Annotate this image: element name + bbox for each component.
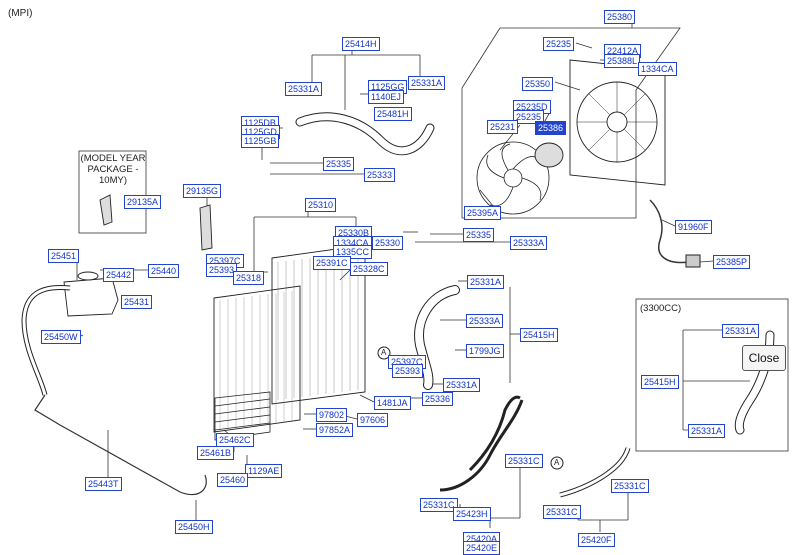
- callout-1799jg[interactable]: 1799JG: [466, 344, 504, 358]
- callout-25331a-b[interactable]: 25331A: [408, 76, 446, 90]
- model-year-box: [78, 150, 147, 234]
- wiring-harness: [649, 199, 691, 264]
- callout-25331c-a[interactable]: 25331C: [505, 454, 543, 468]
- callout-1129ae[interactable]: 1129AE: [245, 464, 283, 478]
- callout-25415h-b[interactable]: 25415H: [641, 375, 679, 389]
- variant-label: (MPI): [8, 8, 33, 19]
- callout-25423h[interactable]: 25423H: [453, 507, 491, 521]
- callout-25450h[interactable]: 25450H: [175, 520, 213, 534]
- bracket: [99, 194, 113, 226]
- callout-25386[interactable]: 25386: [535, 121, 567, 135]
- callout-91960f[interactable]: 91960F: [675, 220, 712, 234]
- fan-blade: [476, 141, 550, 215]
- callout-25395a[interactable]: 25395A: [464, 206, 502, 220]
- ref-circle-a2: [550, 456, 564, 470]
- callout-25310[interactable]: 25310: [305, 198, 337, 212]
- radiator-core: [271, 244, 366, 405]
- callout-1334ca[interactable]: 1334CA: [638, 62, 677, 76]
- callout-25331a-f[interactable]: 25331A: [688, 424, 726, 438]
- callout-25420f[interactable]: 25420F: [578, 533, 615, 547]
- callout-25331a-c[interactable]: 25331A: [467, 275, 505, 289]
- callout-1481ja[interactable]: 1481JA: [374, 396, 411, 410]
- fan-motor: [534, 142, 564, 168]
- callout-25462c[interactable]: 25462C: [216, 433, 254, 447]
- model-year-note: (MODEL YEAR PACKAGE - 10MY): [80, 153, 146, 186]
- callout-97606[interactable]: 97606: [357, 413, 389, 427]
- callout-25380[interactable]: 25380: [604, 10, 636, 24]
- callout-25333a-a[interactable]: 25333A: [510, 236, 548, 250]
- callout-25331c-c[interactable]: 25331C: [543, 505, 581, 519]
- oil-pipe-2: [439, 399, 524, 492]
- callout-25461b[interactable]: 25461B: [197, 446, 235, 460]
- callout-25336[interactable]: 25336: [422, 392, 454, 406]
- engine-note: (3300CC): [640, 303, 682, 314]
- callout-25330[interactable]: 25330: [372, 236, 404, 250]
- fan-shroud: [569, 59, 666, 186]
- callout-1125gb[interactable]: 1125GB: [241, 134, 280, 148]
- callout-1335cc[interactable]: 1335CC: [333, 245, 373, 259]
- fan-assembly-box: [461, 27, 681, 219]
- callout-25443t[interactable]: 25443T: [85, 477, 122, 491]
- callout-25333a-b[interactable]: 25333A: [466, 314, 504, 328]
- callout-25231[interactable]: 25231: [487, 120, 519, 134]
- oil-pipe-1: [468, 395, 521, 472]
- callout-25350[interactable]: 25350: [522, 77, 554, 91]
- callout-25440[interactable]: 25440: [148, 264, 180, 278]
- callout-25235[interactable]: 25235: [543, 37, 575, 51]
- callout-25431[interactable]: 25431: [121, 295, 153, 309]
- callout-25414h[interactable]: 25414H: [342, 37, 380, 51]
- callout-97852a[interactable]: 97852A: [316, 423, 354, 437]
- side-bracket: [199, 204, 213, 251]
- callout-25335-b[interactable]: 25335: [463, 228, 495, 242]
- callout-25328c[interactable]: 25328C: [350, 262, 388, 276]
- close-button[interactable]: Close: [742, 345, 786, 371]
- engine-variant-box: [635, 298, 789, 452]
- callout-25385p[interactable]: 25385P: [713, 255, 751, 269]
- callout-25393-a[interactable]: 25393: [206, 263, 238, 277]
- callout-25331a-d[interactable]: 25331A: [443, 378, 481, 392]
- callout-25331c-b[interactable]: 25331C: [420, 498, 458, 512]
- callout-25415h-a[interactable]: 25415H: [520, 328, 558, 342]
- oil-cooler: [214, 391, 271, 441]
- callout-25450w[interactable]: 25450W: [41, 330, 81, 344]
- callout-97802[interactable]: 97802: [316, 408, 348, 422]
- callout-25442[interactable]: 25442: [103, 268, 135, 282]
- callout-29135a[interactable]: 29135A: [124, 195, 162, 209]
- callout-25335-a[interactable]: 25335: [323, 157, 355, 171]
- ref-mark-a2: A: [554, 458, 560, 467]
- callout-25333[interactable]: 25333: [364, 168, 396, 182]
- long-tube: [34, 394, 207, 496]
- callout-25331c-d[interactable]: 25331C: [611, 479, 649, 493]
- callout-29135g[interactable]: 29135G: [183, 184, 222, 198]
- ref-mark-a1: A: [381, 348, 387, 357]
- ref-circle-a1: [377, 346, 391, 360]
- callout-25318[interactable]: 25318: [233, 271, 265, 285]
- callout-25331a-e[interactable]: 25331A: [722, 324, 760, 338]
- callout-25393-b[interactable]: 25393: [392, 364, 424, 378]
- callout-1140ej[interactable]: 1140EJ: [368, 90, 404, 104]
- callout-25388l[interactable]: 25388L: [604, 54, 641, 68]
- callout-25391c[interactable]: 25391C: [313, 256, 351, 270]
- callout-25451[interactable]: 25451: [48, 249, 80, 263]
- callout-25460[interactable]: 25460: [217, 473, 249, 487]
- connector: [685, 254, 701, 268]
- callout-25331a-a[interactable]: 25331A: [285, 82, 323, 96]
- callout-25235-b[interactable]: 25235: [513, 110, 545, 124]
- condenser: [213, 285, 301, 433]
- callout-25420e[interactable]: 25420E: [463, 541, 501, 555]
- callout-25481h[interactable]: 25481H: [374, 107, 412, 121]
